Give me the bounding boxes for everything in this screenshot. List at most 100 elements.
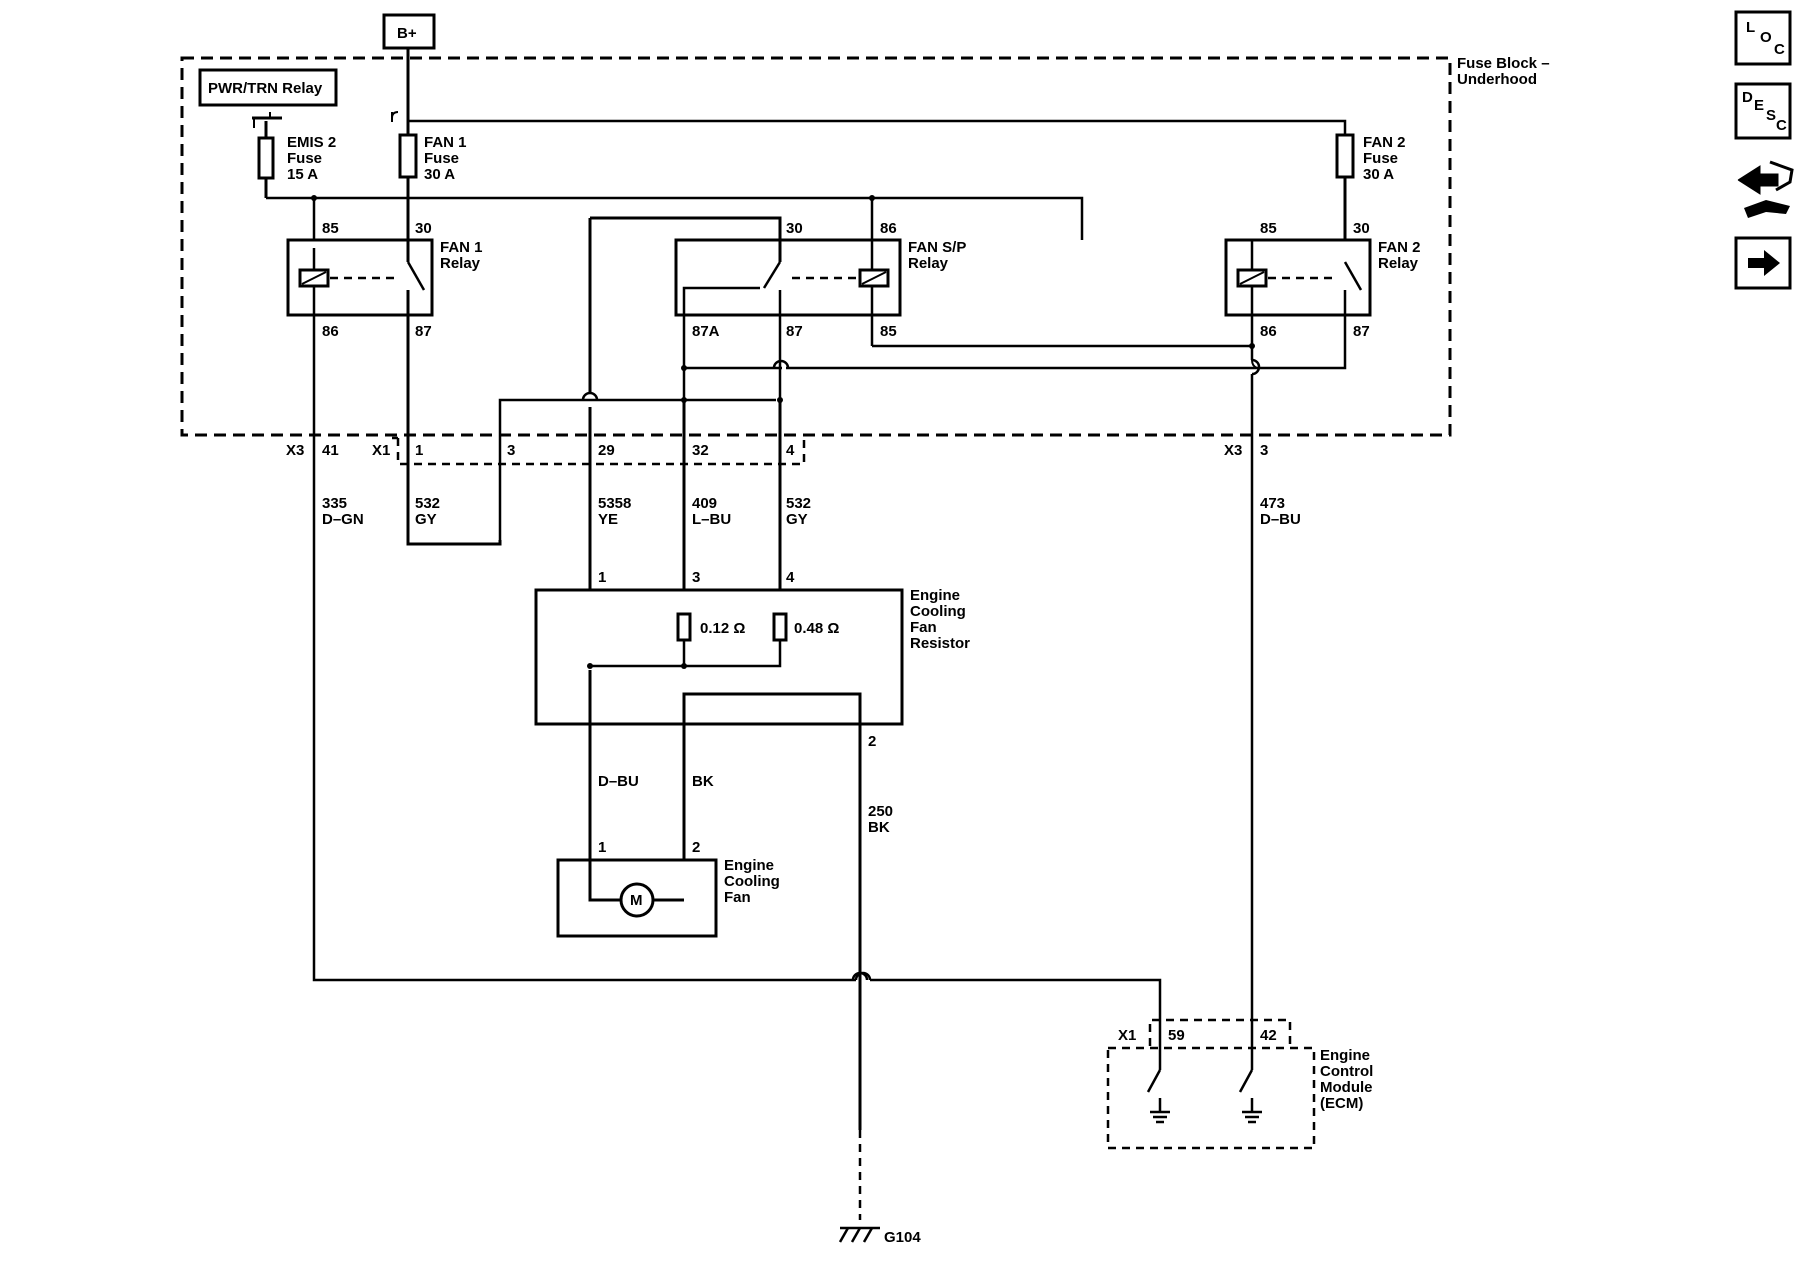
connector-tool-icon[interactable] — [1737, 160, 1794, 218]
desc-icon-d: D — [1742, 89, 1753, 106]
fan2-fuse-label-3: 30 A — [1363, 166, 1394, 183]
emis2-fuse-icon — [257, 136, 275, 180]
loc-icon[interactable]: L O C — [1734, 10, 1792, 66]
resistor-048-icon — [772, 612, 788, 642]
resistor-012-label: 0.12 Ω — [700, 620, 745, 637]
wire-335-color: D–GN — [322, 511, 364, 528]
wire-bk-label: BK — [692, 773, 714, 790]
wire-250-color: BK — [868, 819, 890, 836]
loc-icon-o: O — [1760, 29, 1772, 46]
emis2-fuse-label-3: 15 A — [287, 166, 318, 183]
fan1-relay-pin-30: 30 — [415, 220, 432, 237]
wire-dbu-label: D–BU — [598, 773, 639, 790]
fan2-relay-pin-86: 86 — [1260, 323, 1277, 340]
bplus-label: B+ — [397, 25, 417, 42]
fansp-relay-pin-85: 85 — [880, 323, 897, 340]
ecm-label-1: Engine — [1320, 1047, 1370, 1064]
resistor-pin-3: 3 — [692, 569, 700, 586]
wire-473-color: D–BU — [1260, 511, 1301, 528]
fan-motor-label: M — [630, 892, 643, 909]
x3-left-pin: 41 — [322, 442, 339, 459]
wire-532a-num: 532 — [415, 495, 440, 512]
resistor-label-1: Engine — [910, 587, 960, 604]
fan2-relay-pin-85: 85 — [1260, 220, 1277, 237]
desc-icon-e: E — [1754, 97, 1764, 114]
fan1-relay-pin-86: 86 — [322, 323, 339, 340]
ecm-conn-label: X1 — [1118, 1027, 1136, 1044]
resistor-label-4: Resistor — [910, 635, 970, 652]
resistor-label-3: Fan — [910, 619, 937, 636]
fan1-fuse-icon — [398, 133, 418, 179]
fan2-relay-label-1: FAN 2 — [1378, 239, 1421, 256]
wire-473-num: 473 — [1260, 495, 1285, 512]
fan2-relay-pin-30: 30 — [1353, 220, 1370, 237]
fan-pin-1: 1 — [598, 839, 606, 856]
fan2-relay-pin-87: 87 — [1353, 323, 1370, 340]
next-arrow-icon[interactable] — [1734, 236, 1792, 290]
fansp-relay-pin-87a: 87A — [692, 323, 720, 340]
wire-532a-color: GY — [415, 511, 437, 528]
resistor-pin-4: 4 — [786, 569, 795, 586]
fan1-relay-label-1: FAN 1 — [440, 239, 483, 256]
ecm-label-3: Module — [1320, 1079, 1373, 1096]
fan1-relay-pin-87: 87 — [415, 323, 432, 340]
loc-icon-c: C — [1774, 41, 1785, 58]
fuse-block-title-2: Underhood — [1457, 71, 1537, 88]
fan-label-3: Fan — [724, 889, 751, 906]
desc-icon-c: C — [1776, 117, 1787, 134]
wire-5358-num: 5358 — [598, 495, 631, 512]
resistor-pin-2: 2 — [868, 733, 876, 750]
wire-250-num: 250 — [868, 803, 893, 820]
fansp-relay-pin-87: 87 — [786, 323, 803, 340]
ecm-outline — [1106, 1046, 1316, 1150]
fuse-block-outline — [180, 56, 1452, 437]
fansp-relay-label-1: FAN S/P — [908, 239, 966, 256]
pwr-trn-relay-box — [198, 68, 338, 107]
x1-pin-3: 3 — [507, 442, 515, 459]
wire-5358-color: YE — [598, 511, 618, 528]
fan1-fuse-label-3: 30 A — [424, 166, 455, 183]
wire-409-color: L–BU — [692, 511, 731, 528]
fan1-relay-label-2: Relay — [440, 255, 481, 272]
wire-409-num: 409 — [692, 495, 717, 512]
x1-label: X1 — [372, 442, 390, 459]
resistor-012-icon — [676, 612, 692, 642]
x3-right-pin: 3 — [1260, 442, 1268, 459]
wire-532b-color: GY — [786, 511, 808, 528]
fan-label-1: Engine — [724, 857, 774, 874]
x1-pin-4: 4 — [786, 442, 795, 459]
fansp-relay-pin-30: 30 — [786, 220, 803, 237]
fan2-relay-label-2: Relay — [1378, 255, 1419, 272]
x3-right-label: X3 — [1224, 442, 1242, 459]
desc-icon[interactable]: D E S C — [1734, 82, 1792, 140]
resistor-label-2: Cooling — [910, 603, 966, 620]
fan2-fuse-label-2: Fuse — [1363, 150, 1398, 167]
fan1-fuse-label-1: FAN 1 — [424, 134, 467, 151]
ecm-label-2: Control — [1320, 1063, 1373, 1080]
fuse-block-title-1: Fuse Block – — [1457, 55, 1550, 72]
fan2-fuse-icon — [1335, 133, 1355, 179]
cooling-fan-resistor-box — [534, 588, 904, 726]
ecm-pin-42: 42 — [1260, 1027, 1277, 1044]
fansp-relay-label-2: Relay — [908, 255, 949, 272]
x1-pin-1: 1 — [415, 442, 423, 459]
fansp-relay-pin-86: 86 — [880, 220, 897, 237]
fan1-fuse-label-2: Fuse — [424, 150, 459, 167]
wire-335-num: 335 — [322, 495, 347, 512]
ecm-label-4: (ECM) — [1320, 1095, 1363, 1112]
fan-motor-icon — [619, 882, 655, 918]
resistor-048-label: 0.48 Ω — [794, 620, 839, 637]
fan-pin-2: 2 — [692, 839, 700, 856]
fan1-relay-pin-85: 85 — [322, 220, 339, 237]
emis2-fuse-label-1: EMIS 2 — [287, 134, 336, 151]
wire-532b-num: 532 — [786, 495, 811, 512]
pwr-trn-relay-label: PWR/TRN Relay — [208, 80, 323, 97]
emis2-fuse-label-2: Fuse — [287, 150, 322, 167]
x1-pin-29: 29 — [598, 442, 615, 459]
fan2-fuse-label-1: FAN 2 — [1363, 134, 1406, 151]
fan-label-2: Cooling — [724, 873, 780, 890]
x1-pin-32: 32 — [692, 442, 709, 459]
resistor-pin-1: 1 — [598, 569, 606, 586]
desc-icon-s: S — [1766, 107, 1776, 124]
ground-g104-label: G104 — [884, 1229, 921, 1246]
